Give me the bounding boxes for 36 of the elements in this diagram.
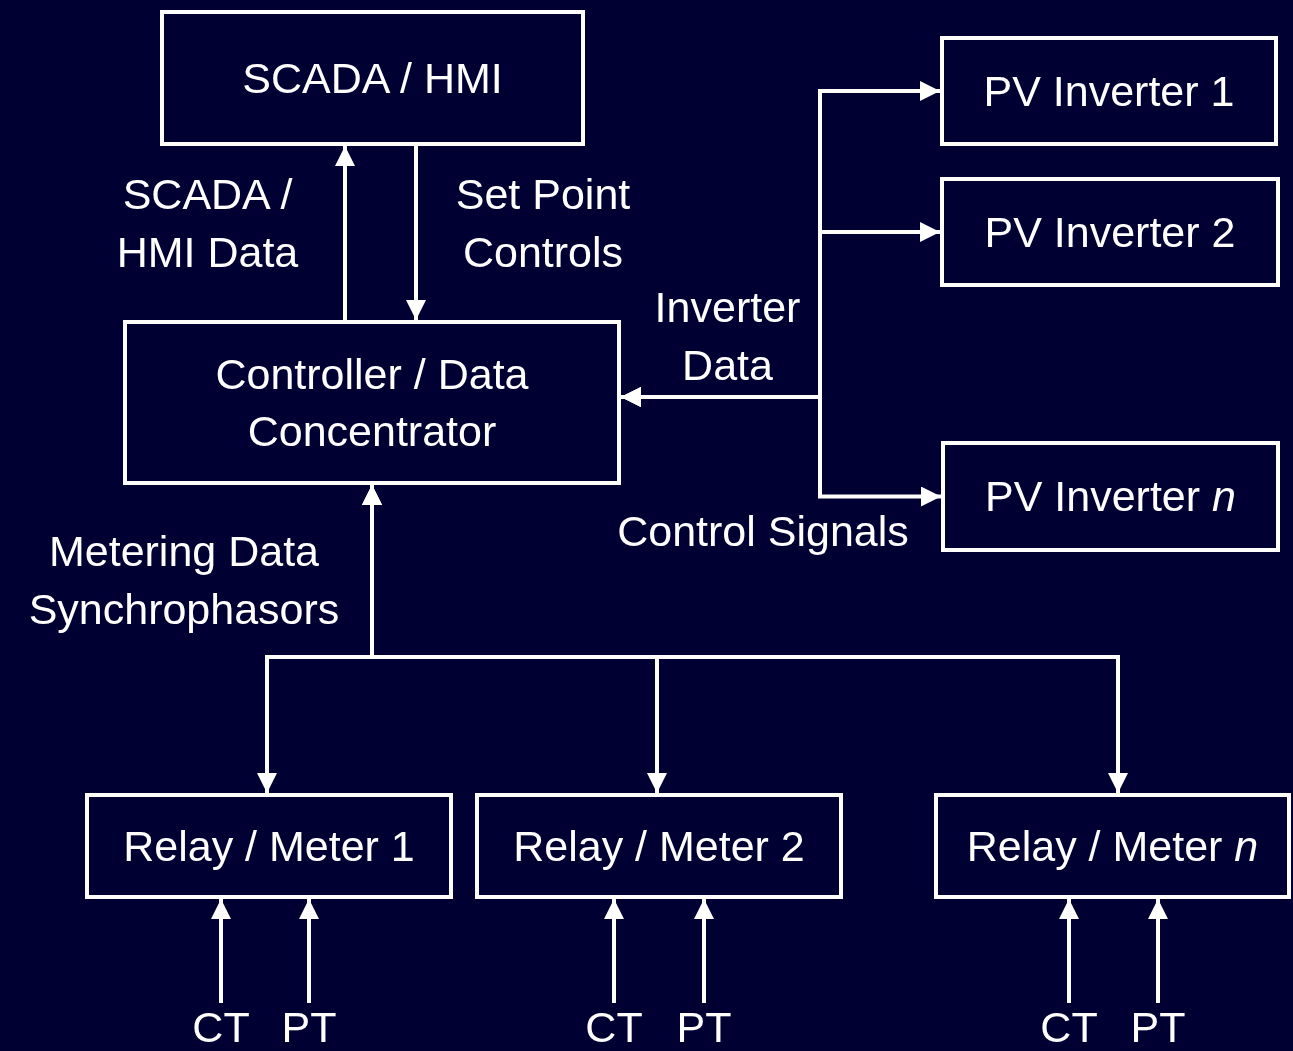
signal-label: PT: [673, 1003, 735, 1051]
signal-label: CT: [190, 1003, 252, 1051]
process-box: [941, 441, 1280, 552]
box-label: PV Inverter 1: [983, 65, 1235, 117]
arrow: [335, 146, 355, 320]
signal-label: CT: [583, 1003, 645, 1051]
box-label: Controller / Data Concentrator: [214, 348, 530, 457]
arrow: [694, 899, 714, 1003]
box-label: PV Inverter 2: [984, 206, 1236, 258]
signal-label: PT: [278, 1003, 340, 1051]
arrow: [211, 899, 231, 1003]
arrow: [1148, 899, 1168, 1003]
signal-label: CT: [1038, 1003, 1100, 1051]
arrow: [1059, 899, 1079, 1003]
arrow: [621, 387, 941, 507]
process-box: [934, 793, 1291, 899]
process-box: [475, 793, 843, 899]
process-box: [160, 10, 585, 146]
arrow: [362, 485, 1128, 793]
box-label: Relay / Meter 2: [513, 820, 805, 872]
signal-label: Metering Data: [47, 526, 321, 577]
process-box: [940, 177, 1280, 287]
signal-label: Control Signals: [616, 506, 910, 557]
process-box: [85, 793, 453, 899]
process-box: [123, 320, 621, 485]
process-box: [940, 36, 1278, 146]
box-label: Relay / Meter 1: [123, 820, 415, 872]
arrow: [299, 899, 319, 1003]
signal-label: PT: [1127, 1003, 1189, 1051]
box-label: Relay / Meter n: [966, 820, 1259, 872]
signal-label: Inverter Data: [653, 282, 802, 391]
box-label: PV Inverter n: [985, 471, 1236, 522]
arrow: [604, 899, 624, 1003]
box-label: SCADA / HMI: [242, 52, 503, 104]
arrow: [406, 146, 426, 320]
signal-label: Synchrophasors: [27, 584, 341, 635]
